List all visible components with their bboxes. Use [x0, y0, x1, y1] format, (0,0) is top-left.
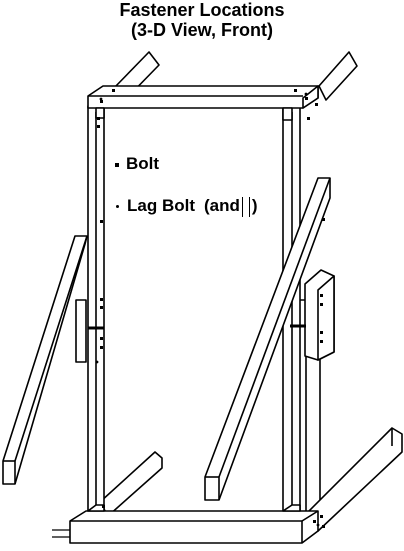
bolt-marker [320, 303, 323, 306]
bolt-marker [320, 340, 323, 343]
bolt-marker [320, 331, 323, 334]
left-back-post [75, 299, 87, 363]
bolt-marker [97, 125, 100, 128]
bar-marker-icon [241, 196, 250, 217]
bolt-marker [320, 294, 323, 297]
lag-bolt-markers [95, 92, 320, 527]
bolt-marker [100, 337, 103, 340]
title-line-2: (3-D View, Front) [130, 20, 273, 40]
bolt-marker [294, 89, 297, 92]
bolt-marker [100, 100, 103, 103]
top-beam [87, 85, 319, 109]
bolt-marker [100, 306, 103, 309]
lag-bolt-marker [304, 92, 308, 96]
legend-bolt-label: Bolt [126, 154, 160, 173]
legend-lag-bolt-label: Lag Bolt [127, 196, 195, 215]
legend-row-bolt: Bolt [115, 154, 159, 174]
bolt-markers [97, 89, 325, 528]
right-diagonal-brace [204, 177, 331, 501]
bolt-marker [100, 346, 103, 349]
bolt-marker [322, 525, 325, 528]
lag-bolt-marker [95, 360, 99, 364]
bolt-marker [305, 97, 308, 100]
lag-bolt-marker [99, 97, 103, 101]
diagram-title: Fastener Locations (3-D View, Front) [0, 0, 404, 40]
legend-lag-bolt-suffix: (and [204, 196, 240, 215]
bottom-left-rail [99, 451, 163, 517]
dot-marker-icon [116, 205, 119, 209]
square-marker-icon [115, 162, 119, 167]
bolt-marker [313, 520, 316, 523]
back-right-top-stub [318, 51, 358, 101]
legend-row-lag-bolt: Lag Bolt (and) [116, 196, 258, 217]
bolt-marker [307, 117, 310, 120]
lag-bolt-marker [316, 523, 320, 527]
bolt-marker [102, 505, 105, 508]
bolt-marker [322, 218, 325, 221]
bolt-marker [320, 515, 323, 518]
title-line-1: Fastener Locations [119, 0, 285, 20]
bolt-marker [100, 220, 103, 223]
legend-lag-bolt-suffix-close: ) [251, 196, 258, 215]
bottom-beam [69, 510, 319, 544]
bolt-marker [100, 298, 103, 301]
bolt-marker [97, 117, 100, 120]
bolt-marker [315, 103, 318, 106]
bolt-marker [112, 89, 115, 92]
